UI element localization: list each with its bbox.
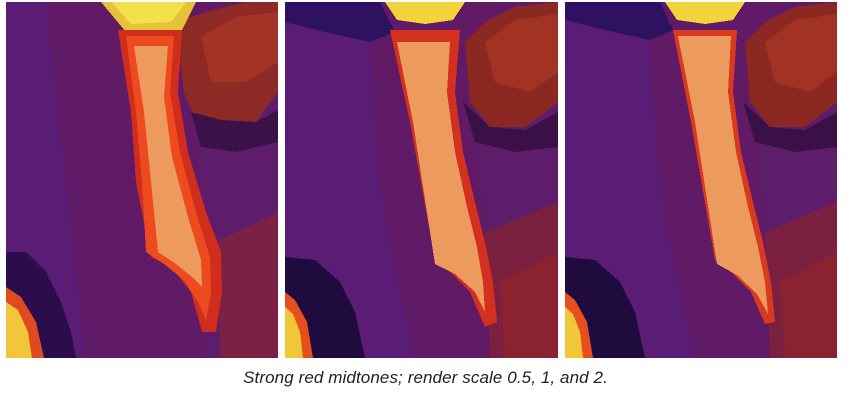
render-image bbox=[6, 2, 278, 358]
render-panel-scale-0-5 bbox=[6, 2, 278, 358]
render-panel-scale-2 bbox=[565, 2, 837, 358]
figure-caption: Strong red midtones; render scale 0.5, 1… bbox=[243, 368, 608, 387]
render-image bbox=[565, 2, 837, 358]
render-image bbox=[285, 2, 558, 358]
render-panel-scale-1 bbox=[285, 2, 558, 358]
